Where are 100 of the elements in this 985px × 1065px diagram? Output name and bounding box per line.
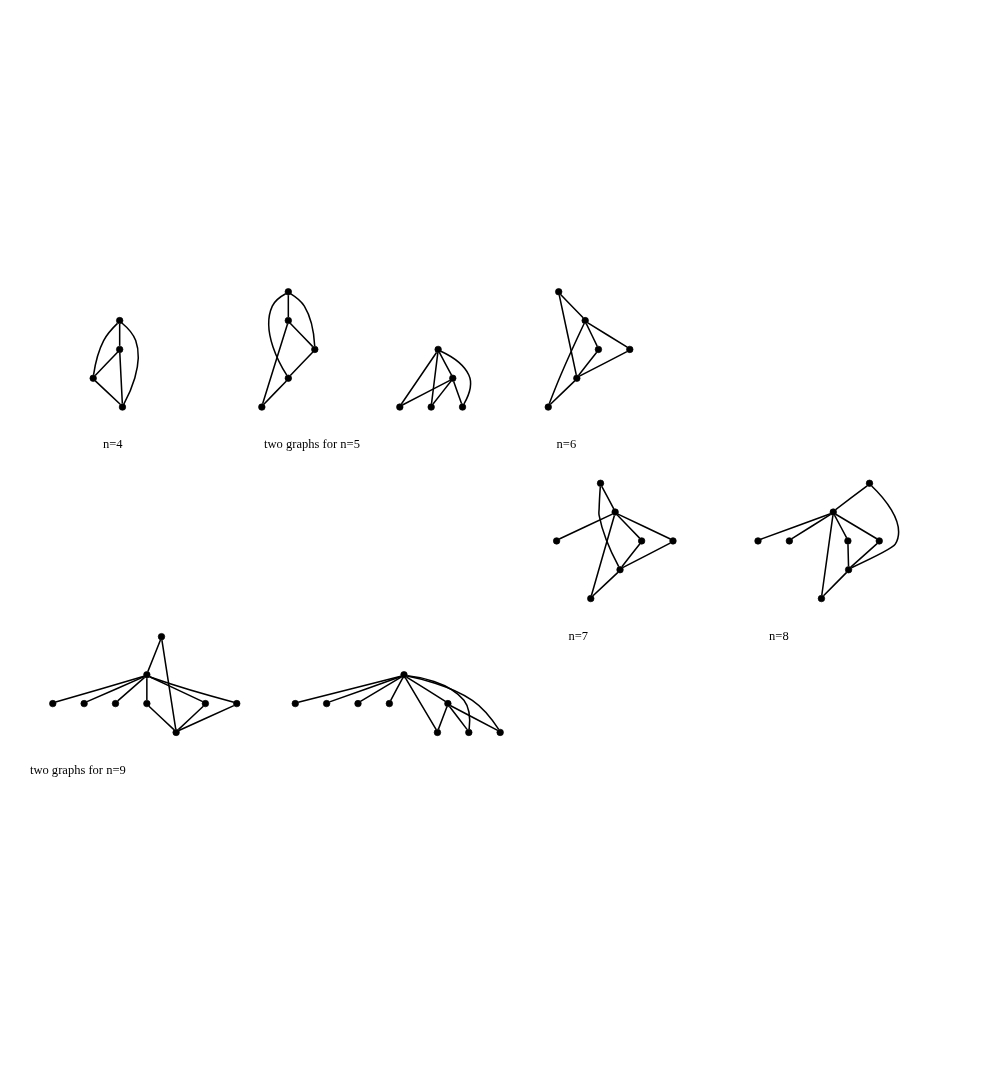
connector [263, 379, 288, 405]
node-circle [444, 699, 452, 707]
connector [833, 513, 848, 539]
connector [406, 674, 471, 730]
connector [430, 351, 439, 405]
node-circle [669, 536, 677, 545]
connector [177, 705, 205, 730]
connector [94, 379, 121, 405]
connector [440, 350, 472, 405]
connector [432, 379, 452, 405]
node-circle [434, 345, 442, 353]
connector [592, 571, 619, 597]
node-circle [201, 699, 209, 707]
connector [559, 293, 584, 319]
connector [401, 379, 451, 406]
connector [791, 513, 832, 539]
connector [585, 322, 598, 347]
node-circle [616, 565, 624, 573]
connector [290, 292, 316, 347]
connector [404, 676, 437, 730]
node-circle [284, 374, 292, 382]
connector [86, 675, 145, 702]
connector [92, 322, 119, 376]
node-circle [553, 536, 561, 545]
connector [54, 675, 145, 703]
connector [148, 675, 235, 703]
node-circle [116, 316, 124, 324]
node-circle [323, 699, 331, 707]
connector [268, 292, 288, 376]
connector [549, 379, 576, 405]
connector [449, 704, 499, 731]
connector [834, 513, 878, 539]
node-circle [611, 507, 619, 516]
connector [389, 676, 404, 701]
connector [821, 514, 834, 596]
node-circle [49, 699, 57, 707]
connector [850, 542, 878, 568]
node-circle [111, 699, 120, 707]
connector [822, 571, 848, 597]
node-circle [865, 479, 874, 487]
connector [328, 675, 402, 703]
connector [601, 485, 615, 510]
connector [178, 704, 235, 731]
connector [297, 675, 402, 703]
node-circle [396, 402, 404, 411]
node-circle [258, 402, 266, 411]
connector [406, 674, 500, 730]
connector [616, 513, 641, 539]
connector [587, 321, 628, 348]
connector [146, 676, 148, 701]
node-circle [875, 536, 883, 545]
node-circle [433, 728, 442, 736]
connector [558, 512, 614, 540]
connector [621, 542, 641, 567]
node-circle [638, 536, 646, 545]
node-circle [587, 594, 595, 602]
label: n=7 [568, 628, 589, 643]
connector [577, 351, 598, 376]
node-circle [785, 536, 793, 545]
connector [119, 351, 124, 404]
connector [760, 512, 832, 540]
node-circle [291, 699, 299, 707]
connector [405, 675, 447, 702]
node-circle [829, 507, 837, 516]
node-circle [385, 699, 393, 707]
node-circle [754, 536, 762, 545]
node-circle [427, 402, 435, 411]
connector [359, 675, 403, 702]
connector [148, 705, 175, 730]
node-circle [573, 374, 581, 382]
connector [617, 512, 672, 540]
connector [94, 350, 119, 376]
connector [289, 322, 314, 347]
connector [578, 350, 628, 377]
connector [438, 351, 453, 376]
node-circle [400, 670, 408, 678]
node-circle [233, 699, 241, 707]
node-circle [116, 345, 124, 353]
connector [621, 541, 671, 568]
node-circle [143, 670, 151, 678]
node-circle [458, 402, 467, 411]
node-circle [284, 287, 292, 295]
connector [116, 676, 146, 702]
node-circle [311, 345, 319, 353]
label: n=8 [769, 628, 789, 643]
connector [261, 322, 289, 405]
node-circle [845, 565, 853, 573]
connector [847, 543, 850, 567]
node-circle [626, 345, 634, 353]
connector [161, 638, 177, 730]
connector [118, 322, 121, 347]
node-circle [89, 374, 97, 382]
label: two graphs for n=5 [264, 436, 360, 451]
connector [834, 484, 868, 510]
connector [452, 380, 463, 405]
node-circle [118, 402, 127, 411]
node-circle [817, 594, 826, 602]
connector [548, 322, 585, 404]
node-circle [172, 728, 180, 736]
node-circle [284, 316, 292, 324]
